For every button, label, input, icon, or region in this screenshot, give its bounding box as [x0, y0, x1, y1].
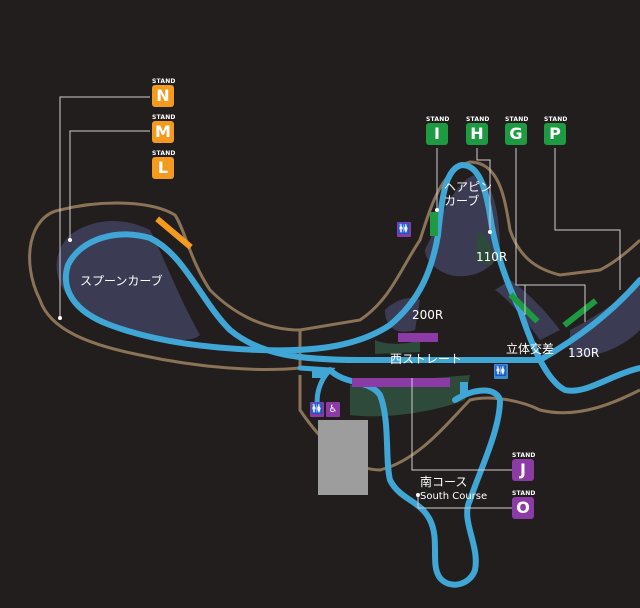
label-west-straight: 西ストレート	[390, 352, 463, 366]
label-110r: 110R	[476, 250, 508, 264]
stand-bar-g	[508, 292, 540, 324]
track-main	[62, 162, 640, 394]
stand-bar-l	[155, 216, 193, 250]
marker-spoon	[58, 316, 62, 320]
grass-hairpin	[476, 230, 493, 265]
marker-110r	[488, 230, 492, 234]
stand-l[interactable]: STAND L	[152, 150, 176, 179]
corner-markers	[58, 208, 492, 497]
label-200r: 200R	[412, 308, 444, 322]
label-spoon: スプーンカーブ	[80, 274, 163, 288]
marker-hairpin	[435, 208, 439, 212]
stand-m[interactable]: STAND M	[152, 114, 176, 143]
stand-g[interactable]: STAND G	[505, 116, 529, 145]
leader-crossover	[520, 284, 586, 322]
leader-h	[476, 148, 491, 232]
label-south-course-en: South Course	[420, 491, 488, 502]
stand-h[interactable]: STAND H	[466, 116, 490, 145]
building-2	[460, 382, 468, 394]
stand-n[interactable]: STAND N	[152, 78, 176, 107]
runoff-spoon	[56, 220, 200, 340]
stand-bar-p	[562, 298, 598, 328]
stand-bar-200r	[398, 333, 438, 342]
stand-bar-i	[430, 212, 438, 236]
stand-j[interactable]: STAND J	[512, 452, 536, 481]
label-hairpin: ヘアピン カーブ	[444, 180, 493, 208]
stand-bar-west-straight	[352, 378, 450, 387]
amenity-toilets-hairpin[interactable]: 🚻	[397, 222, 411, 237]
marker-south	[416, 493, 420, 497]
track-south-course	[327, 367, 503, 588]
label-crossover: 立体交差	[506, 342, 555, 356]
amenity-toilets-crossover[interactable]: 🚻	[494, 364, 508, 379]
leader-j	[411, 378, 512, 471]
building-1	[312, 370, 326, 378]
venue-outline-west	[28, 201, 302, 371]
venue-outline-central	[299, 160, 640, 332]
toilet-icon: 🚻	[494, 364, 508, 379]
marker-m	[68, 238, 72, 242]
toilet-icon: 🚻	[310, 402, 324, 417]
wheelchair-icon: ♿	[326, 402, 340, 417]
leader-n	[59, 96, 150, 318]
leader-lines	[59, 96, 621, 509]
stand-i[interactable]: STAND I	[426, 116, 450, 145]
label-130r: 130R	[568, 346, 600, 360]
leader-p	[554, 148, 621, 290]
stand-o[interactable]: STAND O	[512, 490, 536, 519]
amenity-facilities-pit[interactable]: 🚻 ♿	[310, 402, 340, 417]
leader-o	[417, 495, 512, 509]
label-south-course-jp: 南コース	[420, 475, 468, 489]
stand-p[interactable]: STAND P	[544, 116, 568, 145]
toilet-icon: 🚻	[397, 222, 411, 237]
leader-m	[69, 130, 150, 240]
parking-area	[318, 420, 368, 495]
grass-inner	[375, 340, 420, 354]
